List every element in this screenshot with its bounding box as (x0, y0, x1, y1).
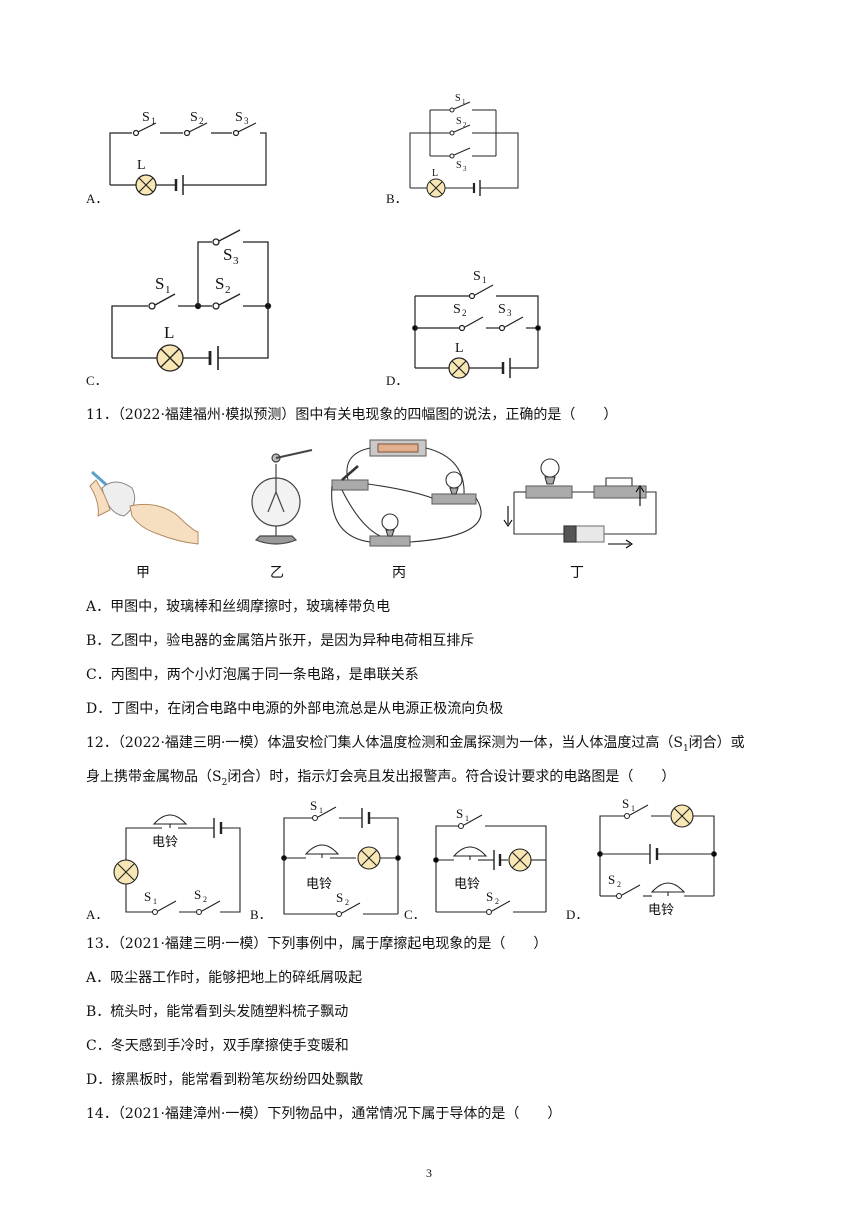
q11-option-c: C．丙图中，两个小灯泡属于同一条电路，是串联关系 (86, 667, 419, 683)
q10-option-a-label: A． (86, 191, 109, 206)
svg-text:1: 1 (151, 116, 156, 126)
q12-option-a-label: A． (86, 907, 109, 922)
svg-text:S: S (608, 872, 615, 887)
q11-caption-ding: 丁 (570, 565, 584, 581)
q12-option-d-label: D． (566, 907, 589, 922)
svg-text:3: 3 (507, 308, 512, 318)
q12-bell-label-b: 电铃 (306, 877, 333, 892)
svg-text:L: L (432, 168, 438, 179)
svg-text:1: 1 (153, 897, 157, 906)
svg-text:L: L (164, 323, 174, 342)
svg-text:S: S (194, 887, 201, 902)
svg-text:1: 1 (631, 804, 635, 813)
svg-text:1: 1 (319, 806, 323, 815)
q11-caption-bing: 丙 (392, 565, 406, 581)
svg-text:L: L (455, 341, 464, 356)
q11-figures (80, 436, 660, 586)
svg-text:S: S (455, 93, 461, 104)
q11-figure-ding (503, 458, 657, 549)
svg-text:1: 1 (462, 98, 466, 106)
svg-text:2: 2 (199, 116, 204, 126)
q11-caption-jia: 甲 (136, 565, 150, 581)
q13-option-a: A．吸尘器工作时，能够把地上的碎纸屑吸起 (86, 970, 363, 986)
q12-stem-line2: 身上携带金属物品（S2闭合）时，指示灯会亮且发出报警声。符合设计要求的电路图是（… (86, 768, 675, 792)
q11-option-b: B．乙图中，验电器的金属箔片张开，是因为异种电荷相互排斥 (86, 633, 475, 649)
svg-text:S: S (190, 110, 198, 125)
q12-stem-line1-text: 12．（2022·福建三明·一模）体温安检门集人体温度检测和金属探测为一体，当人… (86, 735, 683, 751)
q11-option-a: A．甲图中，玻璃棒和丝绸摩擦时，玻璃棒带负电 (86, 599, 391, 615)
svg-text:2: 2 (225, 284, 231, 296)
q12-stem-line1-end: 闭合）或 (688, 735, 745, 751)
svg-text:S: S (486, 889, 493, 904)
page-number: 3 (426, 1166, 432, 1180)
q12-stem-sub1: 1 (682, 743, 689, 754)
q12-bell-label-d: 电铃 (648, 903, 675, 918)
svg-text:S: S (215, 274, 224, 293)
q13-option-c: C．冬天感到手冷时，双手摩擦使手变暖和 (86, 1038, 349, 1054)
q12-stem-line1: 12．（2022·福建三明·一模）体温安检门集人体温度检测和金属探测为一体，当人… (86, 734, 745, 758)
q11-option-d: D．丁图中，在闭合电路中电源的外部电流总是从电源正极流向负极 (86, 701, 504, 717)
svg-text:S: S (456, 160, 462, 171)
svg-text:S: S (622, 796, 629, 811)
svg-text:S: S (453, 302, 461, 317)
svg-text:L: L (137, 158, 146, 173)
q10-option-c-label: C． (86, 373, 108, 388)
svg-text:2: 2 (495, 897, 499, 906)
svg-text:S: S (144, 889, 151, 904)
q12-option-c-label: C． (404, 907, 426, 922)
svg-text:S: S (235, 110, 243, 125)
svg-text:S: S (456, 806, 463, 821)
svg-text:S: S (473, 269, 481, 284)
q11-figure-jia (89, 470, 199, 545)
q12-bell-label-c: 电铃 (454, 877, 481, 892)
svg-text:2: 2 (463, 121, 467, 129)
svg-text:1: 1 (165, 284, 171, 296)
q10-option-d-label: D． (386, 373, 409, 388)
svg-text:1: 1 (465, 814, 469, 823)
q11-figure-bing (331, 439, 482, 547)
q12-stem-line2-b: 闭合）时，指示灯会亮且发出报警声。符合设计要求的电路图是（ ） (227, 769, 676, 785)
svg-text:2: 2 (617, 880, 621, 889)
svg-text:S: S (223, 245, 232, 264)
svg-text:2: 2 (203, 895, 207, 904)
svg-text:S: S (155, 274, 164, 293)
svg-text:S: S (498, 302, 506, 317)
q12-stem-sub2: 2 (221, 777, 228, 788)
q11-stem: 11．（2022·福建福州·模拟预测）图中有关电现象的四幅图的说法，正确的是（ … (86, 407, 618, 423)
svg-text:3: 3 (244, 116, 249, 126)
svg-text:1: 1 (482, 275, 487, 285)
svg-text:S: S (456, 116, 462, 127)
svg-text:S: S (142, 110, 150, 125)
q12-option-b-label: B． (250, 907, 272, 922)
q10-option-b-label: B． (386, 191, 408, 206)
q13-stem: 13．（2021·福建三明·一模）下列事例中，属于摩擦起电现象的是（ ） (86, 936, 548, 952)
q11-caption-yi: 乙 (270, 565, 284, 581)
q11-figure-yi (251, 449, 313, 545)
svg-text:3: 3 (233, 255, 239, 267)
svg-text:2: 2 (462, 308, 467, 318)
svg-text:2: 2 (345, 898, 349, 907)
q13-option-b: B．梳头时，能常看到头发随塑料梳子飘动 (86, 1004, 349, 1020)
svg-text:3: 3 (463, 165, 467, 173)
svg-text:S: S (336, 890, 343, 905)
q12-bell-label-a: 电铃 (152, 835, 179, 850)
svg-text:S: S (310, 798, 317, 813)
q14-stem: 14．（2021·福建漳州·一模）下列物品中，通常情况下属于导体的是（ ） (86, 1106, 562, 1122)
q12-stem-line2-a: 身上携带金属物品（S (86, 769, 222, 785)
q13-option-d: D．擦黑板时，能常看到粉笔灰纷纷四处飘散 (86, 1072, 364, 1088)
